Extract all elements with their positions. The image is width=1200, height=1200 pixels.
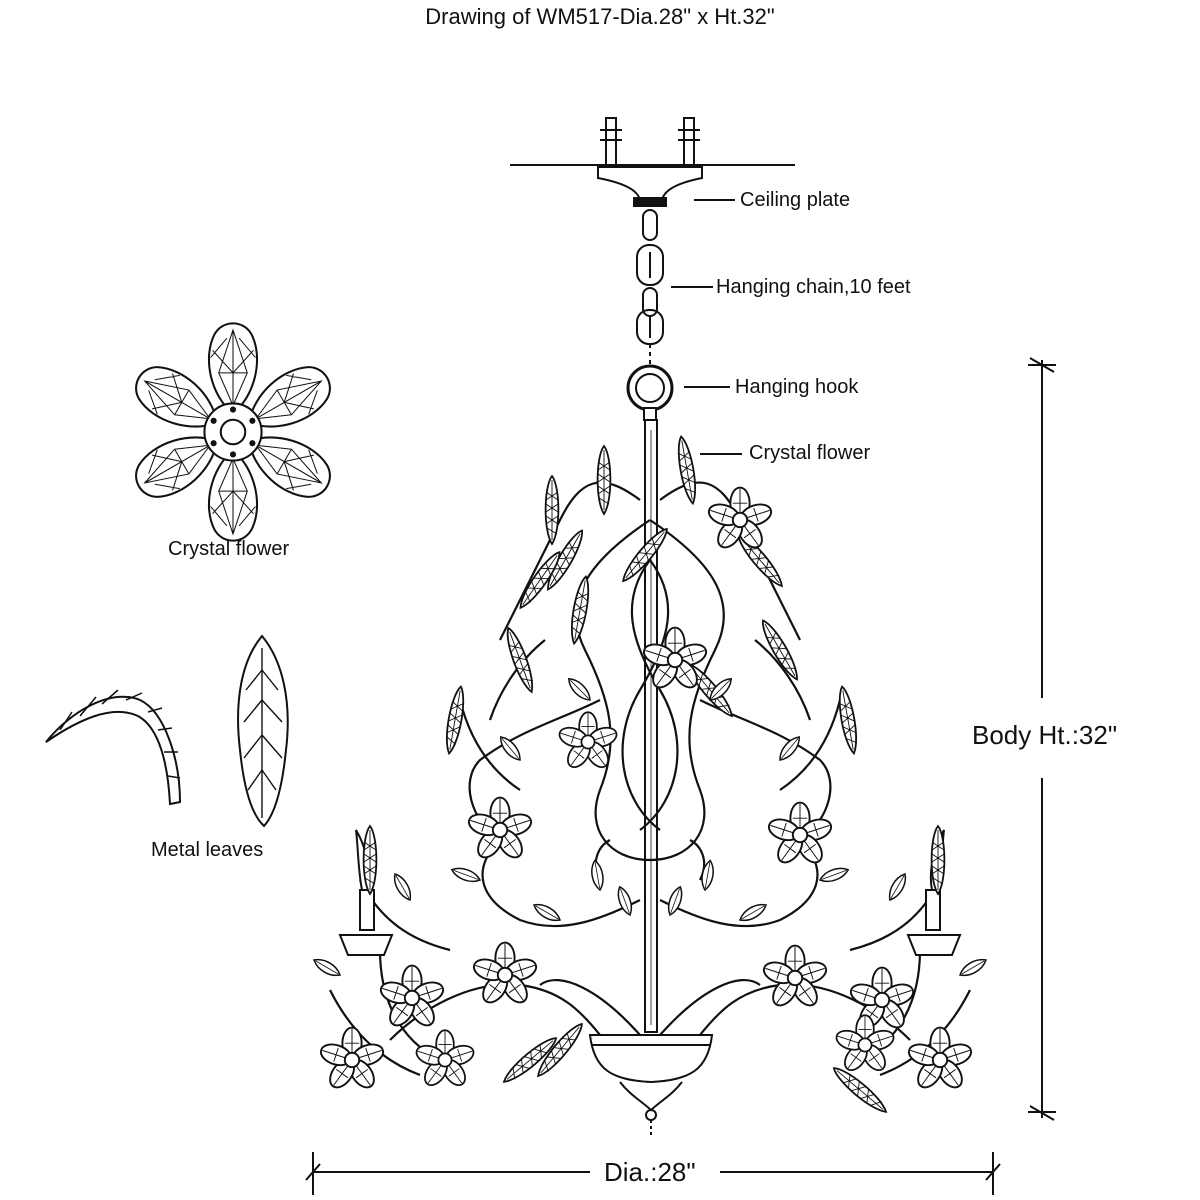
metal-leaves-detail <box>45 634 289 828</box>
crystal-flower-callout-label: Crystal flower <box>749 442 871 464</box>
crystal-flower-caption: Crystal flower <box>168 538 290 560</box>
diameter-dimension: Dia.:28" <box>598 1157 702 1188</box>
drawing-title: Drawing of WM517-Dia.28" x Ht.32" <box>425 4 775 29</box>
hanging-chain-label: Hanging chain,10 feet <box>716 276 911 298</box>
crystal-flower-detail <box>127 323 339 540</box>
body-height-dimension: Body Ht.:32" <box>966 720 1124 751</box>
metal-leaves-caption: Metal leaves <box>151 839 264 861</box>
hanging-hook-label: Hanging hook <box>735 376 859 398</box>
ceiling-plate-label: Ceiling plate <box>740 189 851 211</box>
